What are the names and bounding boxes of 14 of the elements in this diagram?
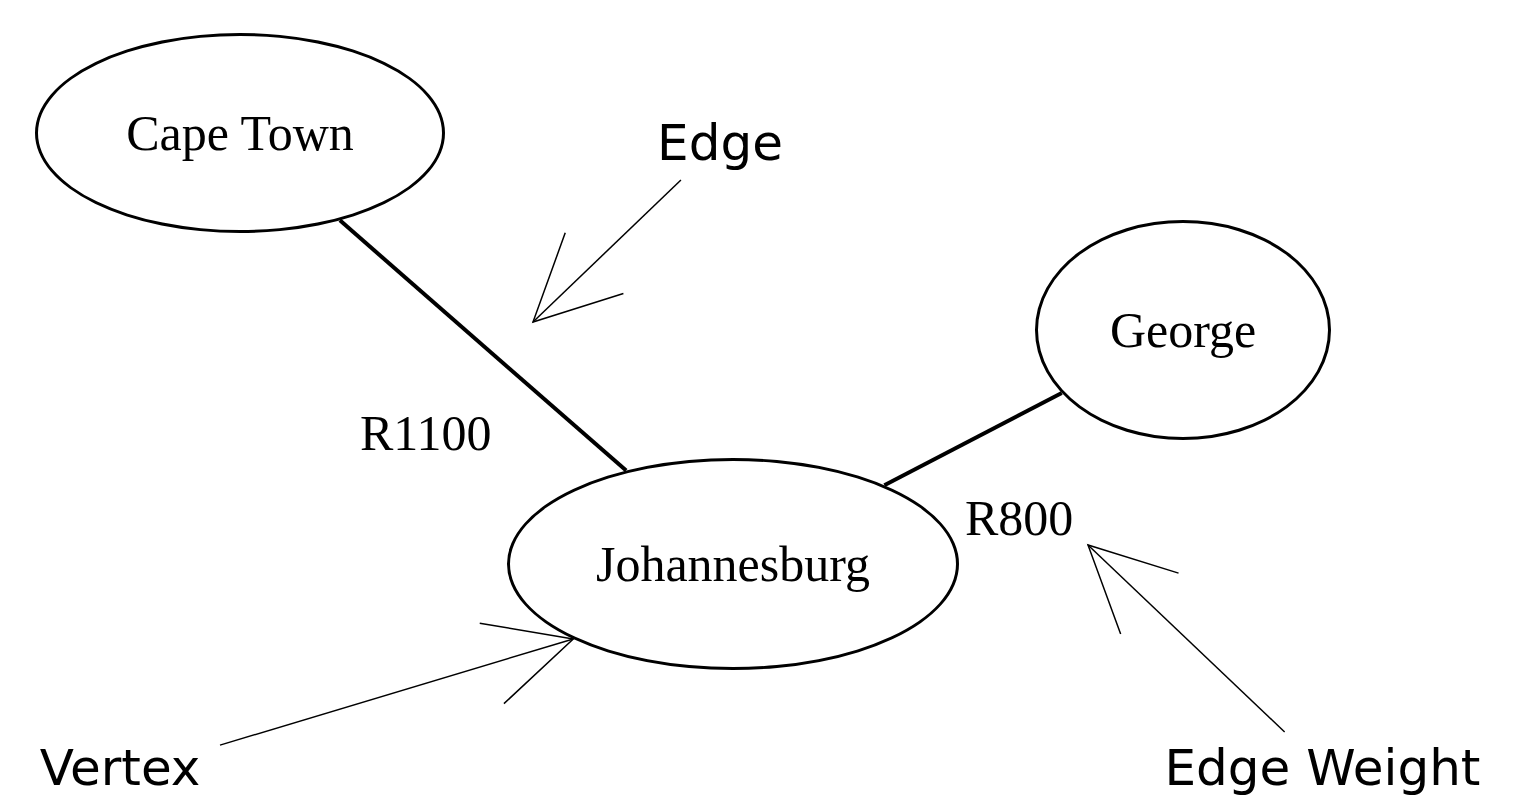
callout-text: Edge Weight [1164, 739, 1481, 797]
edge-line [883, 391, 1063, 488]
vertex-ellipse [507, 458, 959, 670]
vertex-label: George [1109, 301, 1257, 359]
vertex-label: Johannesburg [595, 535, 871, 593]
edge-line [338, 218, 628, 473]
leader-arrow [532, 179, 682, 323]
callout-text: Vertex [39, 739, 201, 797]
callout-text: Edge [657, 113, 783, 172]
vertex-label: Cape Town [126, 104, 354, 162]
vertex-ellipse [35, 33, 445, 233]
vertex-ellipse [1035, 220, 1331, 440]
leader-arrow [219, 622, 574, 746]
leader-arrow [1087, 544, 1286, 733]
